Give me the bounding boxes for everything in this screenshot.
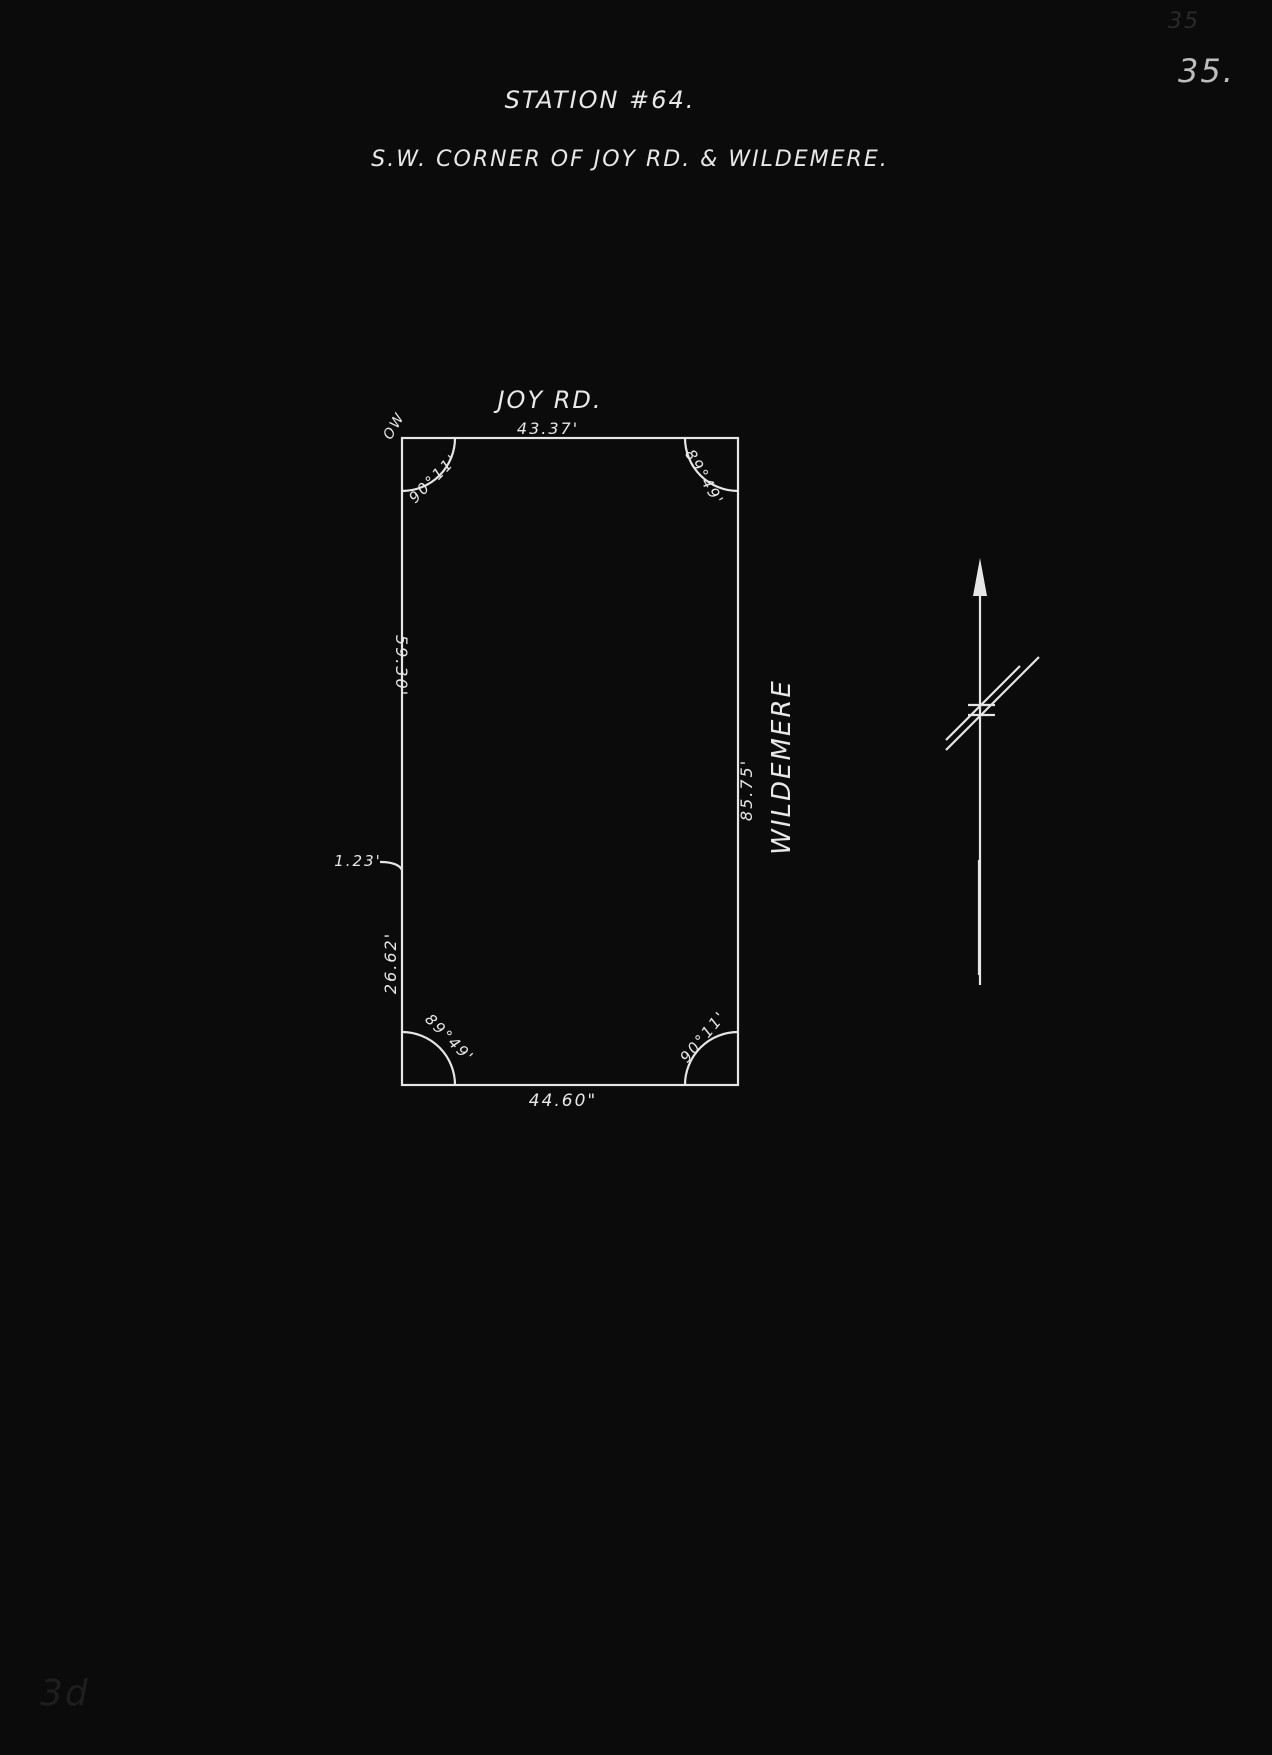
dim-west-offset: 1.23'	[334, 852, 382, 870]
angle-ne: 89°49'	[681, 446, 727, 509]
angle-arc-se	[683, 1030, 739, 1086]
dim-south: 44.60"	[529, 1091, 598, 1111]
dim-west-upper: 59.30'	[392, 635, 411, 697]
north-arrow-icon	[945, 558, 1040, 985]
page-number: 35.	[1178, 52, 1235, 90]
street-wildemere: WILDEMERE	[767, 679, 797, 855]
angle-se: 90°11'	[676, 1007, 730, 1066]
dim-east: 85.75'	[737, 759, 756, 821]
station-subtitle: S.W. CORNER OF JOY RD. & WILDEMERE.	[371, 147, 888, 172]
angle-arc-nw	[401, 437, 457, 493]
angle-arc-ne	[683, 437, 739, 493]
lot-boundary	[400, 436, 740, 1087]
station-title: STATION #64.	[505, 86, 696, 114]
bottom-left-mark: 3d	[40, 1673, 90, 1714]
angle-nw: 90°11'	[405, 450, 461, 506]
offset-arrow	[379, 860, 403, 871]
angle-arc-sw	[401, 1030, 457, 1086]
dim-west-lower: 26.62'	[381, 932, 400, 994]
page-number-pencil: 35	[1168, 9, 1200, 34]
dim-north: 43.37'	[517, 419, 579, 438]
street-joy-rd: JOY RD.	[493, 386, 602, 414]
